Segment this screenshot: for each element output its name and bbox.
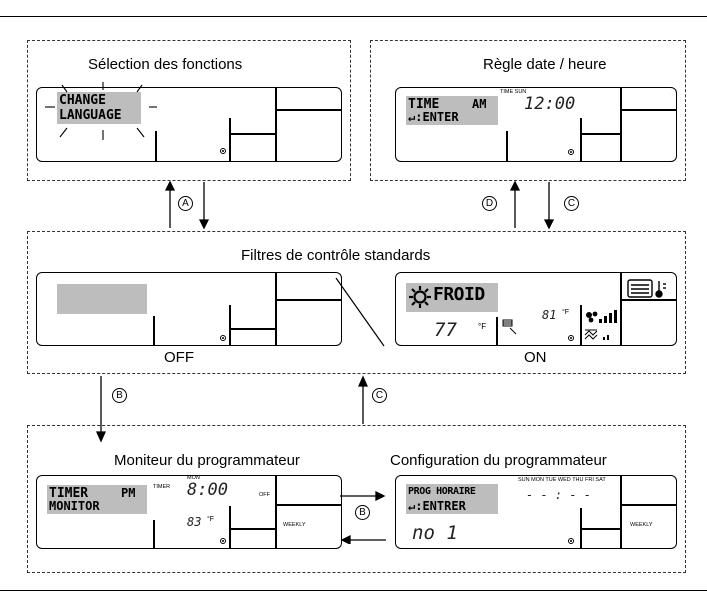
lcd-line-1: CHANGE [59, 93, 106, 108]
lcd-timer-config: PROG HORAIRE ↵:ENTRER SUN MON TUE WED TH… [395, 475, 677, 549]
timer-temp: 83 [187, 515, 202, 529]
status-dot [568, 149, 574, 155]
lcd-line-2: ↵:ENTRER [408, 499, 466, 513]
highlight-block [406, 96, 498, 125]
label-c-icon: C [564, 196, 579, 211]
arrow-c [357, 375, 369, 424]
label-c2-icon: C [372, 388, 387, 403]
panel-clock-set [370, 40, 686, 181]
lcd-timer-monitor: TIMER PM MONITOR TIMER MON 8:00 OFF 83 °… [36, 475, 342, 549]
label-a-icon: A [178, 196, 193, 211]
status-dot [220, 148, 226, 154]
lcd-line-1b: AM [472, 97, 487, 111]
timer-monitor-title: Moniteur du programmateur [114, 452, 300, 469]
lcd-line-2: LANGUAGE [59, 108, 122, 123]
arrow-b [95, 376, 107, 443]
status-dot [568, 538, 574, 544]
highlight-block [47, 485, 147, 514]
mode-text: FROID [433, 284, 485, 305]
highlight-block [57, 92, 141, 124]
status-dot [220, 335, 226, 341]
highlight-block [406, 484, 498, 514]
timer-caption: TIMER [153, 484, 171, 490]
lcd-line-2: MONITOR [49, 499, 100, 513]
label-b2-icon: B [355, 505, 370, 520]
temp-unit: °F [478, 322, 487, 331]
clock-set-title: Règle date / heure [483, 56, 607, 73]
status-dot [568, 335, 574, 341]
timer-time: 8:00 [187, 480, 228, 500]
clock-time: 12:00 [524, 94, 576, 114]
lcd-on: FROID 77 °F 81 °F [395, 272, 677, 346]
lcd-off [36, 272, 342, 346]
label-b-icon: B [112, 388, 127, 403]
lcd-line-1a: TIME [408, 97, 440, 112]
weekly-indicator: WEEKLY [630, 522, 653, 528]
arrows-a [164, 180, 210, 230]
blink-rays-icon [45, 82, 157, 140]
function-select-title: Sélection des fonctions [88, 56, 243, 73]
lcd-function-select: CHANGE LANGUAGE [36, 82, 342, 162]
set-temp: 77 [434, 319, 457, 341]
timer-config-title: Configuration du programmateur [390, 452, 607, 469]
arrows-d-c [509, 180, 555, 230]
fan-speed-icon [584, 310, 617, 340]
standard-title: Filtres de contrôle standards [241, 247, 431, 264]
lcd-line-1a: TIMER [49, 486, 89, 501]
timer-temp-unit: °F [207, 516, 215, 523]
thermostat-icon [627, 279, 666, 298]
panel-function-select [27, 40, 351, 181]
louver-icon [502, 319, 517, 335]
room-temp-unit: °F [562, 309, 570, 316]
day-caption: MON [187, 475, 200, 481]
sun-icon [409, 286, 431, 308]
day-captions: SUN MON TUE WED THU FRI SAT [518, 477, 606, 483]
status-dot [220, 538, 226, 544]
off-indicator: OFF [259, 492, 270, 498]
room-temp: 81 [542, 308, 557, 322]
clock-caption: TIME SUN [500, 89, 527, 95]
panel-timer [27, 425, 686, 573]
weekly-indicator: WEEKLY [283, 522, 306, 528]
arrows-b-exchange [340, 490, 386, 544]
lcd-line-1: PROG HORAIRE [408, 486, 476, 497]
lcd-line-1b: PM [121, 486, 136, 500]
label-d-icon: D [482, 196, 497, 211]
timer-config-time: - - : - - [526, 488, 592, 502]
on-label: ON [524, 349, 547, 366]
panel-standard [27, 231, 686, 374]
bottom-rule [0, 590, 707, 591]
highlight-block [406, 283, 498, 312]
lcd-line-2: ↵:ENTER [408, 110, 459, 124]
divider-slash [335, 277, 385, 347]
program-number: no 1 [412, 522, 458, 544]
highlight-block [57, 284, 147, 314]
top-rule [0, 16, 707, 17]
lcd-clock-set: TIME AM ↵:ENTER TIME SUN 12:00 [395, 87, 677, 162]
off-label: OFF [164, 349, 194, 366]
